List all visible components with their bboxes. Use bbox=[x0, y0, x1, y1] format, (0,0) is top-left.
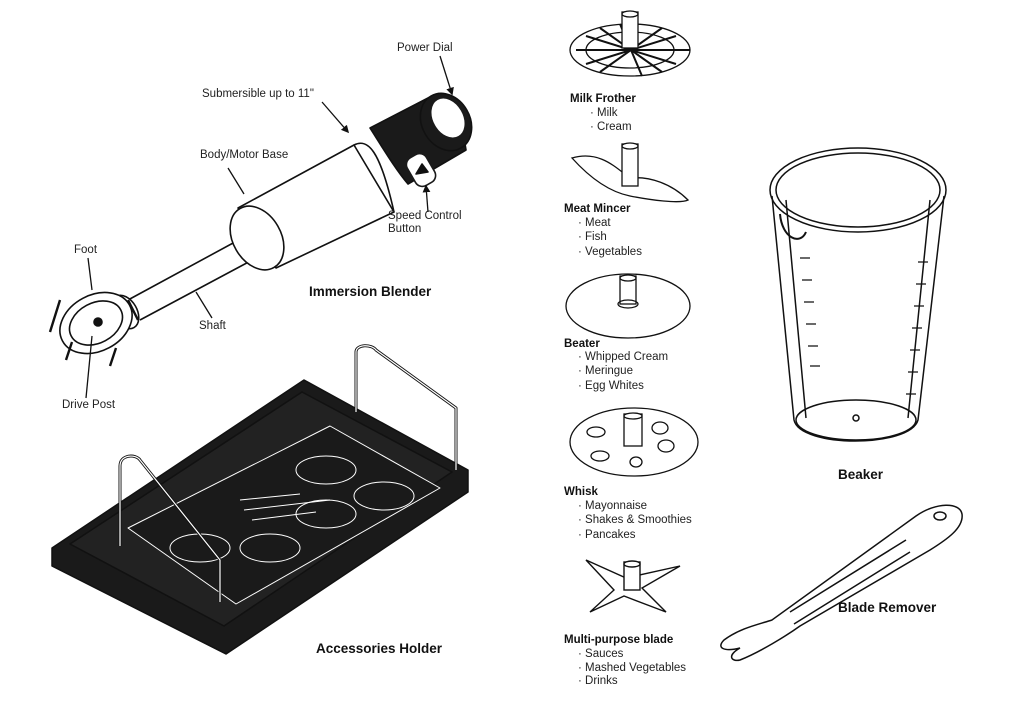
drive-post-label: Drive Post bbox=[62, 399, 116, 411]
use-item: Sauces bbox=[578, 648, 686, 662]
meat-mincer-drawing bbox=[570, 142, 690, 203]
use-item: Shakes & Smoothies bbox=[578, 514, 692, 528]
speed-control-button-label: Speed Control Button bbox=[388, 210, 462, 235]
beaker-drawing bbox=[769, 147, 947, 442]
use-item: Mayonnaise bbox=[578, 500, 692, 514]
beater-title: Beater bbox=[564, 338, 600, 350]
accessories-holder-title: Accessories Holder bbox=[316, 641, 443, 656]
multi-purpose-blade-uses: Sauces Mashed Vegetables Drinks bbox=[578, 648, 686, 689]
whisk-title: Whisk bbox=[564, 486, 598, 498]
use-item: Mashed Vegetables bbox=[578, 662, 686, 676]
use-item: Milk bbox=[590, 107, 632, 121]
use-item: Fish bbox=[578, 231, 642, 245]
power-dial-label: Power Dial bbox=[397, 42, 453, 54]
beater-uses: Whipped Cream Meringue Egg Whites bbox=[578, 351, 668, 394]
multi-purpose-blade-drawing bbox=[585, 559, 681, 613]
blade-remover-drawing bbox=[720, 504, 963, 662]
use-item: Vegetables bbox=[578, 246, 642, 260]
milk-frother-drawing bbox=[569, 10, 691, 77]
use-item: Drinks bbox=[578, 675, 686, 689]
use-item: Cream bbox=[590, 121, 632, 135]
meat-mincer-uses: Meat Fish Vegetables bbox=[578, 217, 642, 260]
use-item: Pancakes bbox=[578, 529, 692, 543]
callout-leaders bbox=[85, 55, 454, 399]
submersible-label: Submersible up to 11" bbox=[202, 88, 314, 100]
use-item: Meringue bbox=[578, 365, 668, 379]
milk-frother-title: Milk Frother bbox=[570, 93, 636, 105]
foot-label: Foot bbox=[74, 244, 98, 256]
milk-frother-uses: Milk Cream bbox=[590, 107, 632, 134]
shaft-label: Shaft bbox=[199, 320, 226, 332]
beaker-title: Beaker bbox=[838, 467, 884, 482]
immersion-blender-title: Immersion Blender bbox=[309, 284, 432, 299]
meat-mincer-title: Meat Mincer bbox=[564, 203, 631, 215]
whisk-drawing bbox=[569, 407, 699, 477]
use-item: Meat bbox=[578, 217, 642, 231]
body-motor-base-label: Body/Motor Base bbox=[200, 149, 289, 161]
multi-purpose-blade-title: Multi-purpose blade bbox=[564, 634, 674, 646]
beater-drawing bbox=[565, 273, 691, 339]
blade-remover-title: Blade Remover bbox=[838, 600, 937, 615]
immersion-blender-drawing bbox=[48, 92, 473, 367]
use-item: Egg Whites bbox=[578, 380, 668, 394]
whisk-uses: Mayonnaise Shakes & Smoothies Pancakes bbox=[578, 500, 692, 543]
use-item: Whipped Cream bbox=[578, 351, 668, 365]
accessories-holder-drawing bbox=[51, 344, 469, 655]
